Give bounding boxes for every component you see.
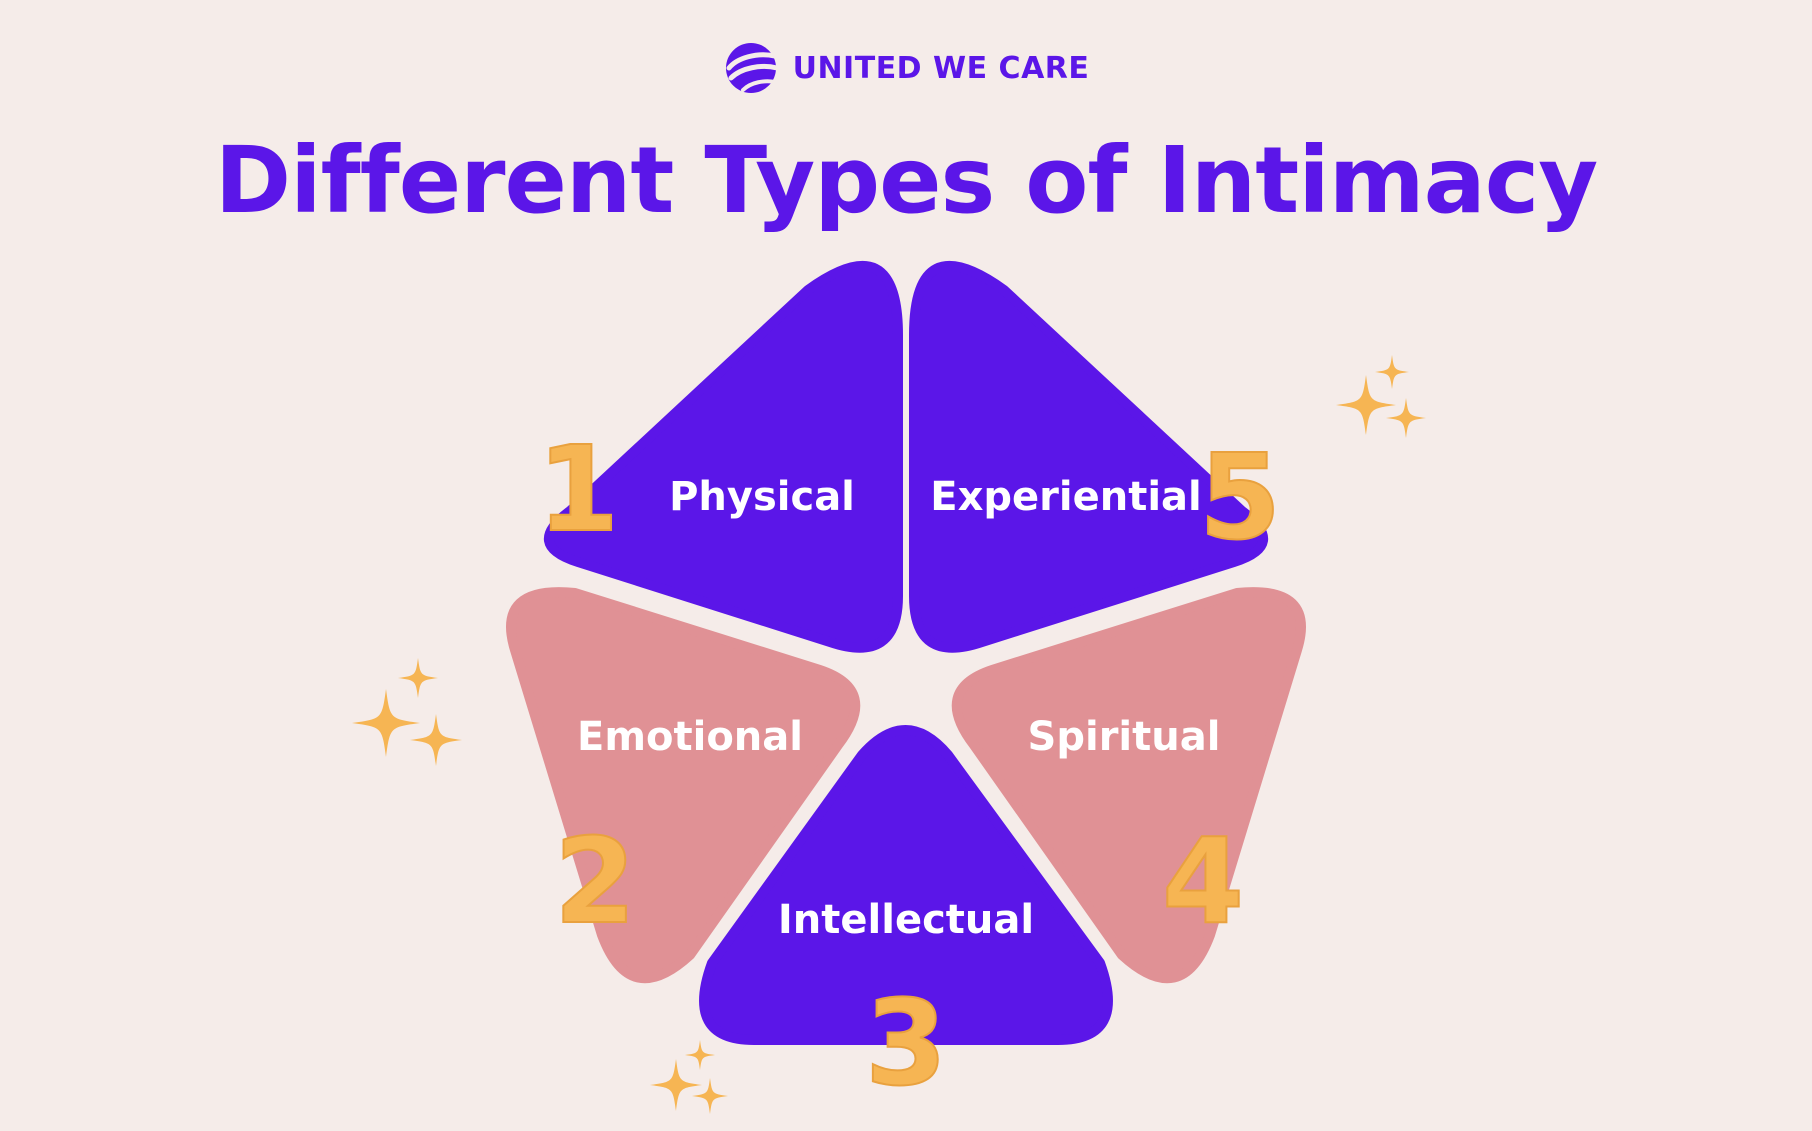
brand-name: UNITED WE CARE <box>792 50 1090 86</box>
segment-physical <box>544 260 903 653</box>
sparkle-icon <box>650 1040 728 1114</box>
globe-logo-icon <box>725 43 779 93</box>
brand-header: UNITED WE CARE <box>0 40 1812 96</box>
sparkle-icon <box>352 658 462 766</box>
segment-number-3: 3 <box>865 974 947 1112</box>
segment-label-spiritual: Spiritual <box>1028 714 1221 760</box>
segment-label-experiential: Experiential <box>930 474 1201 520</box>
segment-number-2: 2 <box>554 812 636 950</box>
segment-number-5: 5 <box>1199 428 1281 566</box>
segment-label-intellectual: Intellectual <box>778 897 1034 943</box>
segment-experiential <box>909 260 1268 653</box>
segment-label-physical: Physical <box>669 474 855 520</box>
sparkle-icon <box>1336 355 1426 438</box>
segment-number-1: 1 <box>537 420 619 558</box>
segment-label-emotional: Emotional <box>577 714 803 760</box>
segment-number-4: 4 <box>1162 812 1244 950</box>
page-title: Different Types of Intimacy <box>214 127 1598 234</box>
segment-intellectual <box>699 725 1113 1045</box>
segment-emotional <box>506 587 861 984</box>
segment-spiritual <box>951 587 1306 984</box>
